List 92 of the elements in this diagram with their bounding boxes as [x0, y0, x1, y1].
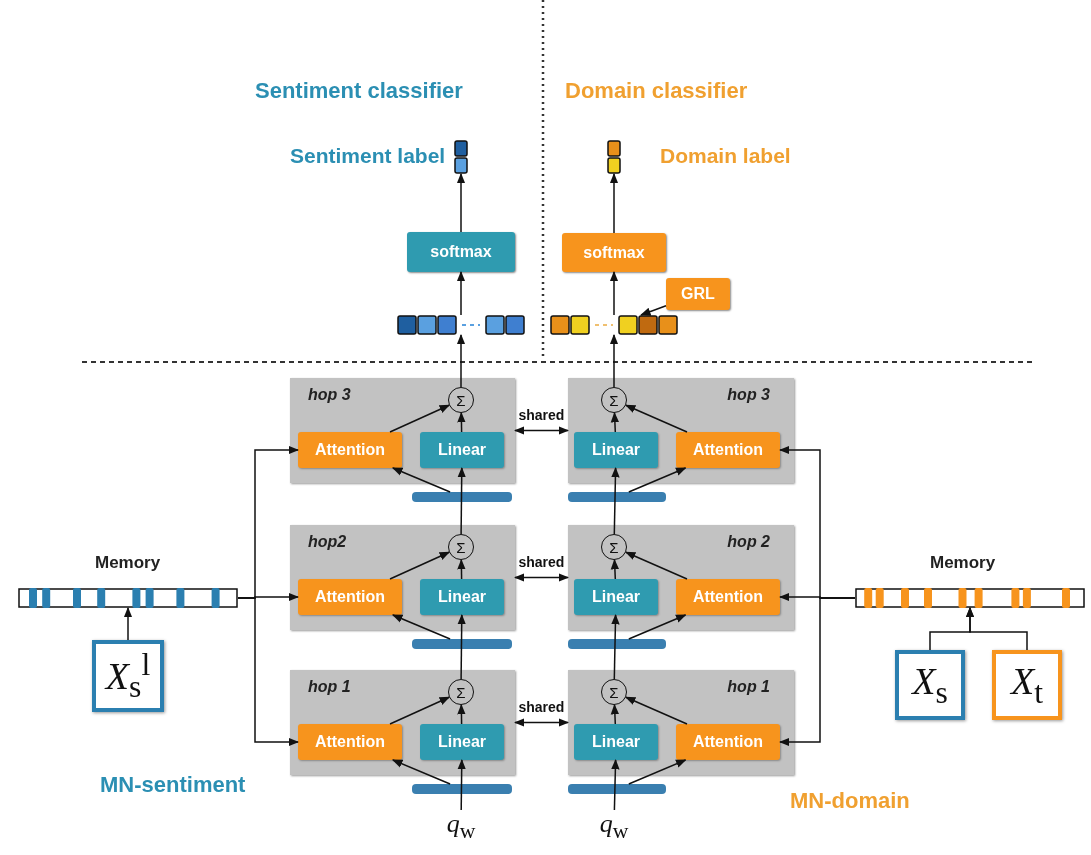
arrow — [624, 696, 688, 725]
attention-block: Attention — [676, 724, 780, 760]
arrow — [610, 703, 620, 725]
arrow — [611, 758, 620, 811]
arrow — [640, 305, 667, 316]
query-vector — [568, 784, 666, 794]
memory-vector — [18, 588, 238, 608]
node-caption: Sentiment label — [290, 144, 446, 168]
hop-title: hop 3 — [727, 386, 770, 404]
hop-panel — [568, 525, 794, 630]
arrow — [513, 573, 570, 582]
linear-block: Linear — [420, 724, 504, 760]
arrow — [237, 597, 300, 747]
query-vector — [412, 492, 512, 502]
hop-panel — [290, 378, 515, 483]
node-caption: Memory — [930, 553, 996, 573]
arrow — [457, 558, 466, 580]
arrow — [456, 333, 466, 388]
arrow — [391, 759, 451, 785]
arrow — [389, 404, 451, 433]
memory-vector — [855, 588, 1085, 608]
hop-title: hop 3 — [308, 386, 351, 404]
edge-label: shared — [518, 406, 565, 423]
arrow — [628, 467, 687, 493]
linear-block: Linear — [574, 579, 658, 615]
arrow — [965, 606, 1028, 651]
arrow — [457, 466, 466, 535]
arrow — [624, 404, 688, 433]
arrow — [624, 551, 688, 580]
node-caption: Memory — [95, 553, 161, 573]
input-box: X$_{s}$ — [895, 650, 965, 720]
section-heading: Domain classifier — [565, 78, 748, 104]
arrow — [609, 333, 619, 388]
linear-block: Linear — [574, 432, 658, 468]
hop-title: hop 1 — [308, 678, 351, 696]
edge-label: shared — [518, 553, 565, 570]
attention-block: Attention — [676, 579, 780, 615]
edge-label: shared — [518, 698, 565, 715]
arrow — [456, 172, 466, 233]
hop-title: hop 1 — [727, 678, 770, 696]
query-vector — [412, 784, 512, 794]
arrow — [391, 614, 451, 640]
arrow — [123, 606, 133, 641]
attention-block: Attention — [298, 724, 402, 760]
section-heading: MN-domain — [790, 788, 910, 814]
feature-vector — [397, 315, 525, 335]
hop-panel — [568, 378, 794, 483]
hop-title: hop 2 — [727, 533, 770, 551]
attention-block: Attention — [298, 579, 402, 615]
query-symbol: q$_{w}$ — [599, 810, 629, 844]
arrow — [456, 270, 466, 316]
linear-block: Linear — [574, 724, 658, 760]
arrow — [513, 426, 570, 435]
arrow — [389, 696, 451, 725]
hop-panel — [568, 670, 794, 775]
hop-panel — [290, 670, 515, 775]
label-vector — [454, 140, 468, 174]
attention-block: Attention — [676, 432, 780, 468]
arrow — [457, 703, 466, 725]
arrow — [609, 172, 619, 234]
query-vector — [568, 639, 666, 649]
query-vector — [412, 639, 512, 649]
arrow — [610, 411, 620, 433]
feature-vector — [550, 315, 678, 335]
label-vector — [607, 140, 621, 174]
section-heading: MN-sentiment — [100, 772, 246, 798]
linear-block: Linear — [420, 432, 504, 468]
softmax-block: softmax — [407, 232, 515, 272]
arrow — [628, 759, 687, 785]
linear-block: Linear — [420, 579, 504, 615]
query-symbol: q$_{w}$ — [446, 810, 476, 844]
arrow — [611, 613, 620, 680]
arrow — [610, 558, 620, 580]
query-vector — [568, 492, 666, 502]
arrow — [778, 597, 856, 747]
arrow — [389, 551, 451, 580]
arrow — [611, 466, 620, 535]
node-caption: Domain label — [660, 144, 791, 168]
hop-panel — [290, 525, 515, 630]
arrow — [457, 411, 466, 433]
arrow — [457, 613, 466, 680]
hop-title: hop2 — [308, 533, 347, 551]
arrow — [628, 614, 687, 640]
grl-block: GRL — [666, 278, 730, 310]
attention-block: Attention — [298, 432, 402, 468]
softmax-block: softmax — [562, 233, 666, 272]
arrow — [457, 758, 466, 811]
arrow — [609, 270, 619, 316]
input-box: X$_{t}$ — [992, 650, 1062, 720]
arrow — [391, 467, 451, 493]
arrow — [513, 718, 570, 727]
section-heading: Sentiment classifier — [255, 78, 463, 104]
